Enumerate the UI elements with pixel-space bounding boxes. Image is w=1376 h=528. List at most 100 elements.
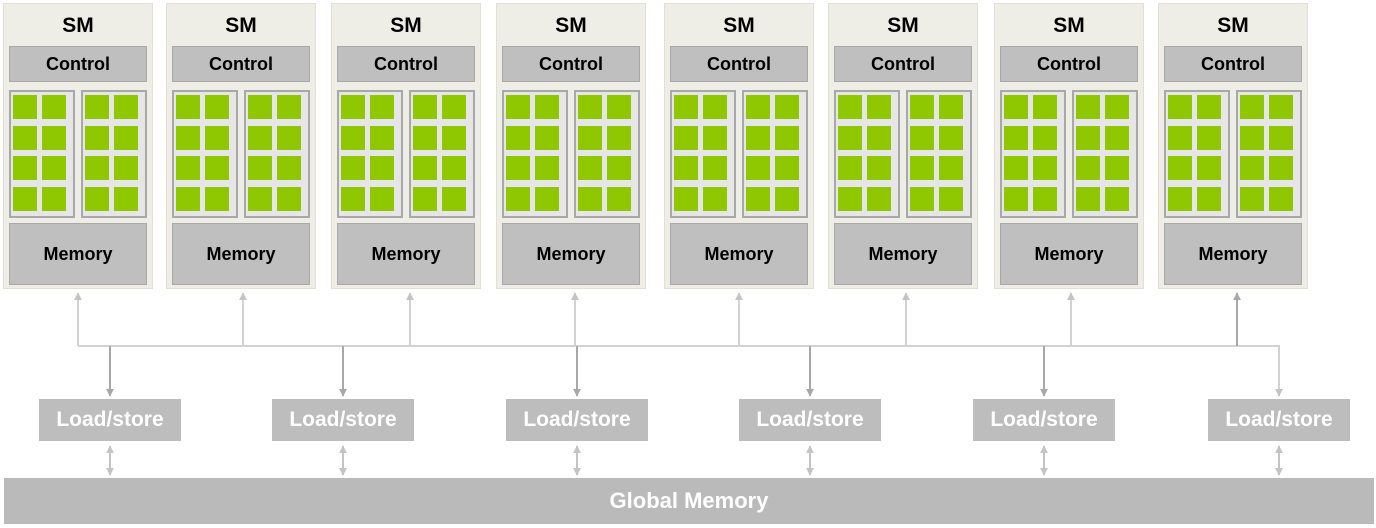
control-label: Control xyxy=(46,53,110,74)
core-cell xyxy=(1105,125,1129,150)
load-store-label: Load/store xyxy=(990,408,1098,431)
memory-label: Memory xyxy=(206,243,276,264)
core-cell xyxy=(176,156,200,180)
core-cell xyxy=(1004,156,1028,180)
core-cell xyxy=(674,125,698,150)
core-cell xyxy=(205,156,229,180)
core-cell xyxy=(1033,125,1057,150)
core-cell xyxy=(775,125,799,150)
core-cell xyxy=(114,186,138,211)
core-cell xyxy=(248,186,272,211)
core-cell xyxy=(277,95,301,119)
core-cell xyxy=(13,186,37,211)
core-group xyxy=(1072,90,1138,218)
core-cell xyxy=(1033,95,1057,119)
sm-bus-arrows xyxy=(74,292,1241,346)
core-cell xyxy=(1105,95,1129,119)
core-cell xyxy=(341,125,365,150)
control-label: Control xyxy=(1201,53,1265,74)
core-cell xyxy=(341,186,365,211)
sm-title: SM xyxy=(225,14,257,37)
sm-title: SM xyxy=(723,14,755,37)
sm-title: SM xyxy=(390,14,422,37)
core-cell xyxy=(1168,125,1192,150)
core-cell xyxy=(114,95,138,119)
global-memory-arrows xyxy=(106,445,1283,476)
core-cell xyxy=(535,156,559,180)
core-cell xyxy=(1240,186,1264,211)
core-cell xyxy=(775,95,799,119)
load-store-label: Load/store xyxy=(56,408,164,431)
core-cell xyxy=(176,95,200,119)
core-cell xyxy=(775,186,799,211)
core-group xyxy=(1236,90,1302,218)
core-cell xyxy=(370,125,394,150)
core-cell xyxy=(1269,156,1293,180)
sm-title: SM xyxy=(1053,14,1085,37)
core-cell xyxy=(277,125,301,150)
core-cell xyxy=(13,95,37,119)
core-cell xyxy=(413,95,437,119)
control-block: Control xyxy=(834,46,972,82)
core-cell xyxy=(341,95,365,119)
core-cell xyxy=(838,186,862,211)
memory-label: Memory xyxy=(1034,243,1104,264)
core-cell xyxy=(674,95,698,119)
core-cell xyxy=(867,156,891,180)
core-cell xyxy=(867,125,891,150)
core-cell xyxy=(442,95,466,119)
load-store-unit: Load/store xyxy=(1208,399,1350,441)
core-cell xyxy=(1168,95,1192,119)
core-group xyxy=(244,90,310,218)
core-cell xyxy=(370,95,394,119)
core-cell xyxy=(703,95,727,119)
control-label: Control xyxy=(871,53,935,74)
core-cell xyxy=(1076,156,1100,180)
core-group xyxy=(409,90,475,218)
core-cell xyxy=(607,186,631,211)
load-store-label: Load/store xyxy=(1225,408,1333,431)
core-group xyxy=(1000,90,1066,218)
global-memory-label: Global Memory xyxy=(609,488,769,513)
core-cell xyxy=(13,125,37,150)
control-block: Control xyxy=(1164,46,1302,82)
load-store-unit: Load/store xyxy=(39,399,181,441)
core-cell xyxy=(1240,156,1264,180)
core-cell xyxy=(910,156,934,180)
core-cell xyxy=(607,95,631,119)
core-cell xyxy=(1269,125,1293,150)
core-cell xyxy=(1197,156,1221,180)
core-group xyxy=(502,90,568,218)
control-block: Control xyxy=(9,46,147,82)
core-cell xyxy=(13,156,37,180)
core-cell xyxy=(1105,156,1129,180)
control-block: Control xyxy=(502,46,640,82)
control-label: Control xyxy=(707,53,771,74)
core-cell xyxy=(746,125,770,150)
core-group xyxy=(9,90,75,218)
load-store-label: Load/store xyxy=(756,408,864,431)
core-cell xyxy=(248,95,272,119)
core-cell xyxy=(176,125,200,150)
core-cell xyxy=(506,156,530,180)
memory-block: Memory xyxy=(502,223,640,285)
core-cell xyxy=(1076,186,1100,211)
core-cell xyxy=(370,156,394,180)
core-cell xyxy=(1197,186,1221,211)
core-cell xyxy=(910,186,934,211)
core-group xyxy=(337,90,403,218)
memory-block: Memory xyxy=(1164,223,1302,285)
core-cell xyxy=(442,156,466,180)
control-block: Control xyxy=(670,46,808,82)
core-cell xyxy=(578,125,602,150)
memory-block: Memory xyxy=(9,223,147,285)
core-group xyxy=(172,90,238,218)
core-cell xyxy=(442,186,466,211)
core-cell xyxy=(703,125,727,150)
memory-label: Memory xyxy=(43,243,113,264)
core-cell xyxy=(867,95,891,119)
